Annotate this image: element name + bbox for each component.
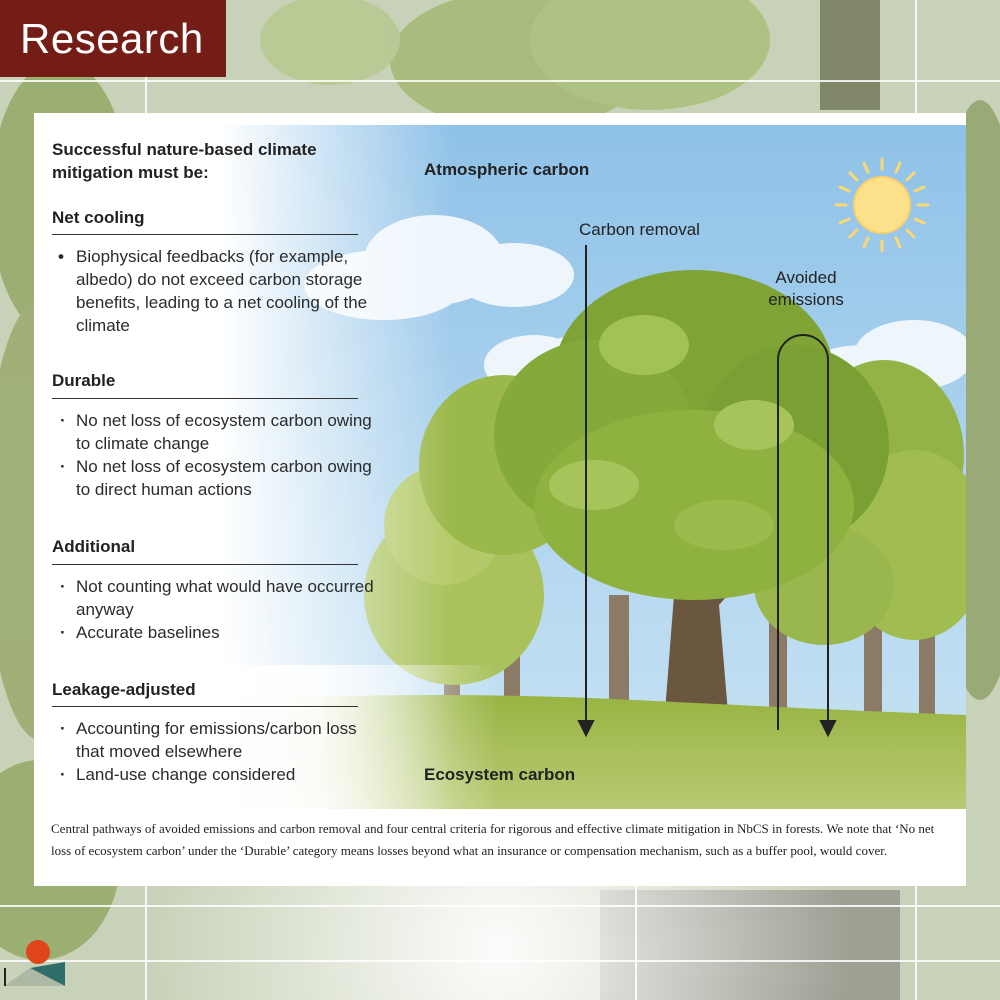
atmospheric-carbon-label: Atmospheric carbon xyxy=(424,160,590,179)
list-item: No net loss of ecosystem carbon owing to… xyxy=(56,455,376,501)
carbon-removal-label: Carbon removal xyxy=(579,220,700,239)
divider xyxy=(52,564,358,565)
divider xyxy=(52,706,358,707)
criterion-list-leakage-adjusted: Accounting for emissions/carbon loss tha… xyxy=(56,717,376,786)
loop-arrow-icon xyxy=(777,334,837,738)
list-item: Accounting for emissions/carbon loss tha… xyxy=(56,717,376,763)
divider xyxy=(52,398,358,399)
criterion-heading-leakage-adjusted: Leakage-adjusted xyxy=(52,680,196,699)
panel-title: Successful nature-based climate mitigati… xyxy=(52,140,317,182)
list-item: Biophysical feedbacks (for example, albe… xyxy=(56,245,376,337)
list-item: Land-use change considered xyxy=(56,763,376,786)
list-item: Accurate baselines xyxy=(56,621,376,644)
frame-line xyxy=(0,960,1000,962)
figure-card: Successful nature-based climate mitigati… xyxy=(34,113,966,886)
arrow-down-icon xyxy=(577,245,595,738)
criterion-heading-durable: Durable xyxy=(52,371,116,390)
list-item: Not counting what would have occurred an… xyxy=(56,575,376,621)
criterion-list-additional: Not counting what would have occurred an… xyxy=(56,575,376,644)
criterion-list-durable: No net loss of ecosystem carbon owing to… xyxy=(56,409,376,501)
logo xyxy=(4,940,65,986)
avoided-emissions-label: Avoided emissions xyxy=(768,268,844,309)
criterion-list-net-cooling: Biophysical feedbacks (for example, albe… xyxy=(56,245,376,337)
frame-line xyxy=(0,905,1000,907)
ecosystem-carbon-label: Ecosystem carbon xyxy=(424,765,576,784)
research-badge[interactable]: Research xyxy=(0,0,226,77)
criterion-heading-additional: Additional xyxy=(52,537,136,556)
frame-line xyxy=(0,80,1000,82)
frame-line xyxy=(635,886,637,1000)
criterion-heading-net-cooling: Net cooling xyxy=(52,208,145,227)
list-item: No net loss of ecosystem carbon owing to… xyxy=(56,409,376,455)
divider xyxy=(52,234,358,235)
diagram-panel: Successful nature-based climate mitigati… xyxy=(34,125,966,809)
figure-caption: Central pathways of avoided emissions an… xyxy=(51,821,935,858)
